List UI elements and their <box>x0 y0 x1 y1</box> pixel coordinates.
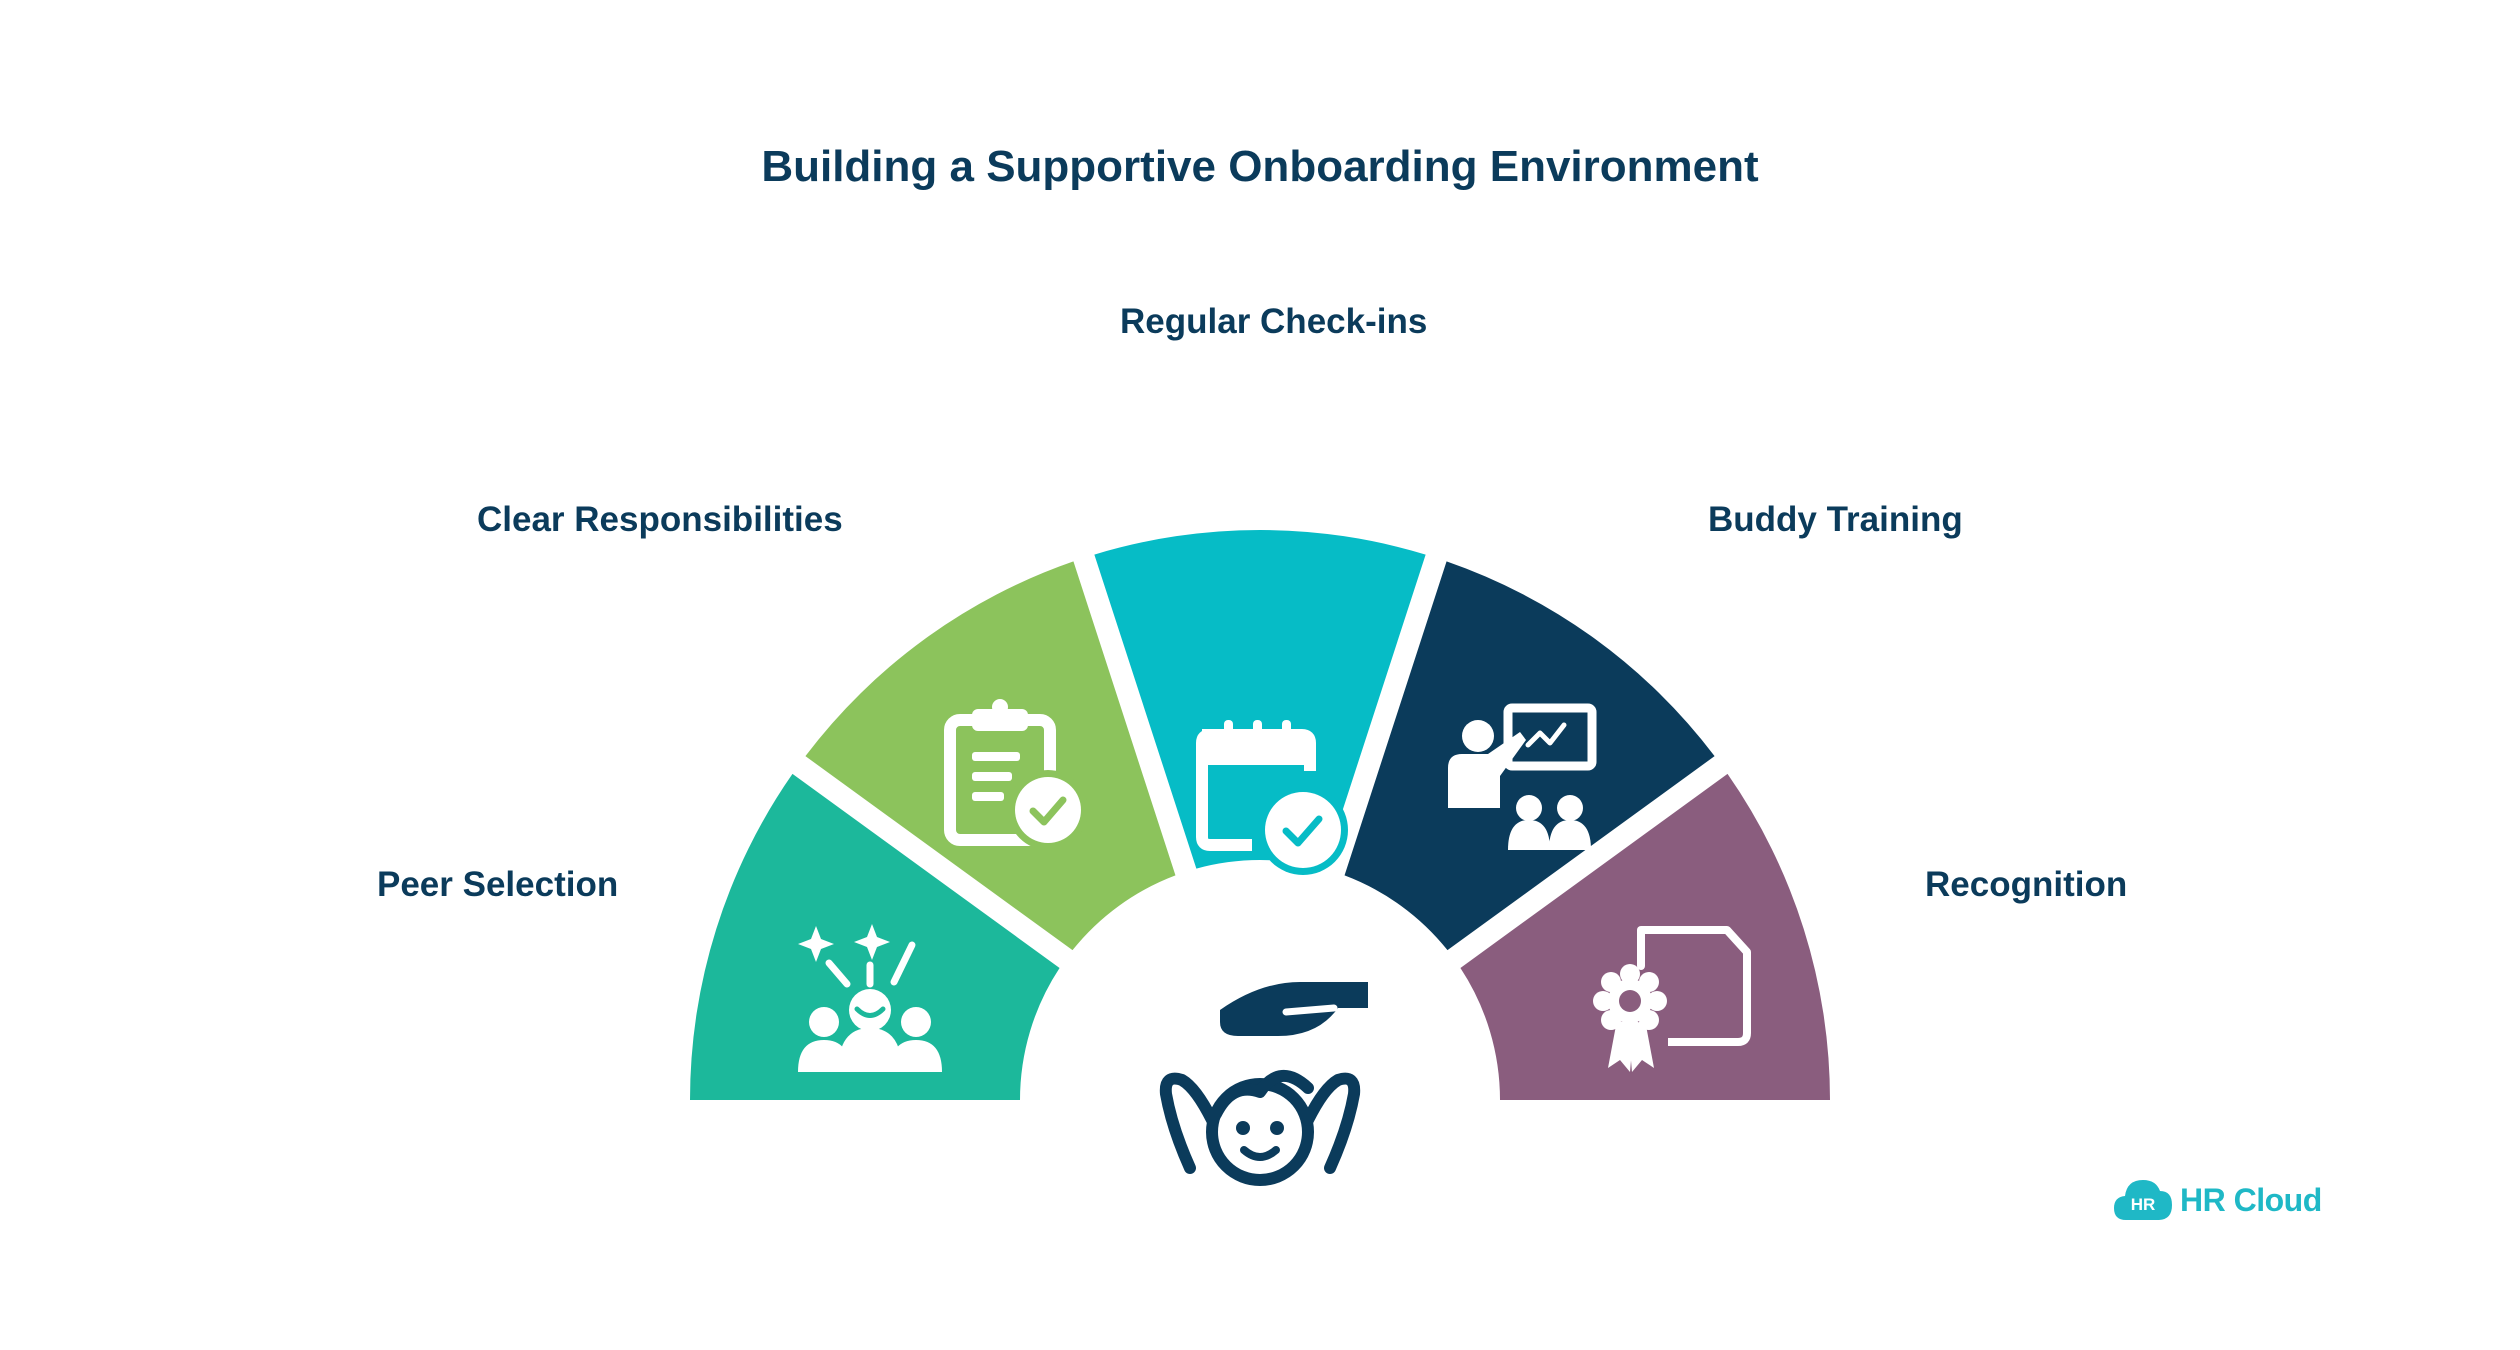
brand-name: HR Cloud <box>2180 1181 2322 1218</box>
label-regular-check-ins: Regular Check-ins <box>1120 302 1428 341</box>
page-title: Building a Supportive Onboarding Environ… <box>761 142 1759 191</box>
segment-recognition <box>1460 773 1831 1100</box>
people-celebrate-icon <box>798 924 942 1072</box>
label-buddy-training: Buddy Training <box>1708 500 1963 539</box>
brand-logo: HR HR Cloud <box>2114 1178 2322 1222</box>
brand-badge-text: HR <box>2131 1195 2156 1214</box>
label-recognition: Recognition <box>1925 865 2128 904</box>
calendar-check-icon <box>1196 720 1348 875</box>
certificate-award-icon <box>1593 926 1751 1072</box>
label-clear-responsibilities: Clear Responsibilities <box>477 500 843 539</box>
clipboard-check-icon <box>944 699 1088 850</box>
segment-buddy <box>1344 561 1715 951</box>
segment-checkins <box>1094 530 1426 869</box>
cloud-logo-icon: HR <box>2114 1180 2172 1220</box>
presentation-training-icon <box>1448 703 1597 850</box>
label-peer-selection: Peer Selection <box>377 865 619 904</box>
supportive-hand-child-icon <box>1159 982 1368 1186</box>
